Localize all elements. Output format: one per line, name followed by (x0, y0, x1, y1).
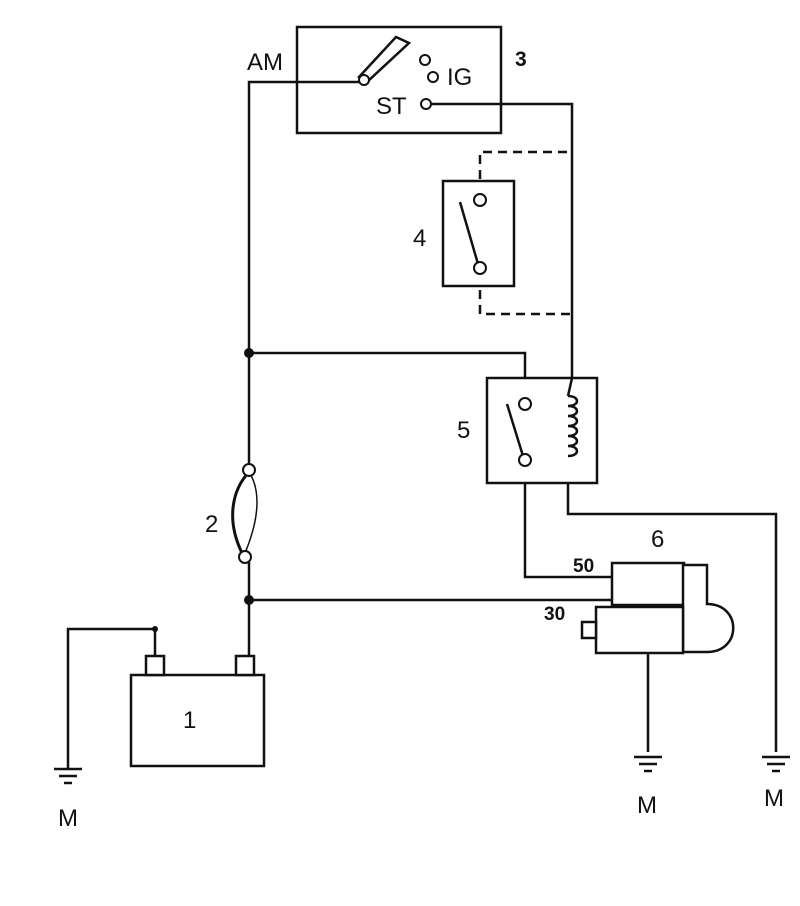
battery (129, 654, 266, 768)
ground-symbol (634, 755, 662, 773)
starter-motor (580, 561, 735, 655)
clutch-switch-terminal-bottom (473, 261, 487, 275)
fuse-number: 2 (205, 511, 218, 538)
terminal-50-label: 50 (573, 556, 594, 577)
battery-positive-post (234, 654, 256, 677)
relay-number: 5 (457, 417, 470, 444)
clutch-switch-terminal-top (473, 193, 487, 207)
fuse-link-outline (244, 471, 258, 554)
clutch-switch-number: 4 (413, 225, 426, 252)
fuse (231, 463, 258, 564)
relay-terminal-top (518, 397, 532, 411)
dashed-link-bottom (478, 275, 572, 316)
relay-box (485, 376, 599, 485)
junction-dot (152, 626, 158, 632)
am-wire (247, 80, 359, 468)
st-wire (431, 102, 574, 378)
ground-label: M (58, 805, 78, 832)
st-label: ST (376, 93, 407, 120)
starter-relay (485, 376, 599, 485)
wiring (66, 80, 778, 769)
fuse-terminal-top (242, 463, 256, 477)
ig-label: IG (447, 64, 472, 91)
terminal-30-label: 30 (544, 604, 565, 625)
fuse-link (231, 470, 251, 554)
relay-coil-lead (566, 377, 574, 397)
relay-contact (505, 403, 525, 457)
motor-housing (681, 563, 735, 654)
relay-ground-wire (566, 458, 778, 752)
am-label: AM (247, 49, 283, 76)
battery-box (129, 673, 266, 768)
ground-label: M (764, 785, 784, 812)
ground-symbol (54, 767, 82, 785)
am-terminal (358, 74, 370, 86)
fuse-terminal-bottom (238, 550, 252, 564)
ig-terminal (427, 71, 439, 83)
st-terminal (420, 98, 432, 110)
ground-symbol (762, 755, 790, 773)
battery-number: 1 (183, 707, 196, 734)
ig-terminal-upper (419, 54, 431, 66)
junction-dot (244, 595, 254, 605)
relay-feed-wire (249, 351, 527, 398)
ignition-switch (295, 25, 503, 135)
solenoid (610, 561, 686, 607)
battery-ground-wire (66, 627, 157, 769)
ground-label: M (637, 792, 657, 819)
battery-negative-post (144, 654, 166, 677)
relay-coil (567, 394, 579, 458)
motor-pinion (580, 620, 598, 640)
clutch-switch-contact (458, 201, 480, 265)
motor-body (594, 605, 685, 655)
terminal-50-wire (523, 464, 612, 579)
starter-number: 6 (651, 526, 664, 553)
junction-dot (244, 348, 254, 358)
clutch-switch (441, 150, 572, 316)
ignition-switch-number: 3 (515, 48, 527, 71)
relay-terminal-bottom (518, 453, 532, 467)
